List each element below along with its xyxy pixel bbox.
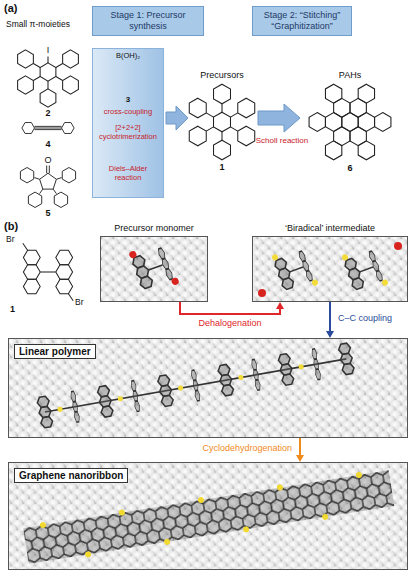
group-title: Precursors (200, 70, 244, 80)
reaction-label: Dehalogenation (196, 318, 263, 328)
panel-heading: Precursor monomer (100, 222, 208, 236)
bromine-atom (394, 242, 402, 250)
compound-number: 1 (10, 304, 15, 314)
surface-panel: Graphene nanoribbon (8, 462, 408, 570)
molecule (18, 50, 79, 107)
reaction-label: Diels–Alder reaction (95, 165, 161, 182)
panel-label: Graphene nanoribbon (14, 468, 128, 483)
method-band: B(OH)₂ 3 cross-coupling [2+2+2] cyclotrimer… (92, 48, 164, 198)
arrowhead (276, 302, 284, 309)
compound-number: 4 (45, 139, 50, 149)
surface-panel: Precursor monomer (100, 222, 208, 302)
compound-number: 1 (219, 162, 224, 172)
panel-letter: (b) (4, 220, 18, 233)
reaction-arrow (296, 438, 304, 462)
molecule (20, 166, 75, 208)
molecule (189, 84, 254, 160)
compound-number: 2 (45, 108, 50, 118)
molecule (22, 123, 74, 134)
group-title: PAHs (339, 70, 361, 80)
surface (8, 236, 408, 570)
reaction-label: Cyclodehydrogenation (200, 443, 294, 453)
compound-number: 6 (347, 163, 352, 173)
adsorbed-molecule (128, 240, 180, 297)
arrow-line (180, 302, 280, 314)
panel-frame (100, 236, 208, 302)
arrow-line (299, 438, 301, 457)
group-title: Small π-moieties (6, 20, 70, 30)
arrowhead (326, 331, 334, 338)
arrow-line (329, 302, 331, 333)
stage-title: Stage 1: Precursor synthesis (97, 10, 199, 32)
compound-number: 5 (45, 208, 50, 218)
adsorbed-molecule (341, 244, 389, 297)
stage-box: Stage 2: “Stitching” “Graphitization” (252, 6, 352, 36)
reaction-label: cross-coupling (95, 108, 161, 117)
surface-panel: ‘Biradical’ intermediate (252, 222, 408, 302)
arrowhead (296, 455, 304, 462)
reaction-label: C–C coupling (336, 313, 394, 323)
formula-label: B(OH)₂ (95, 52, 161, 61)
surface-panel: Linear polymer (8, 338, 408, 438)
panel-letter: (a) (4, 2, 17, 15)
atom-label: I (47, 45, 50, 55)
compound-number: 3 (95, 95, 161, 104)
molecule (23, 243, 73, 301)
atom-label: Br (6, 235, 15, 245)
reaction-arrow (180, 302, 284, 314)
atom-label: Br (75, 298, 84, 308)
bromine-atom (258, 289, 266, 297)
stage-title: Stage 2: “Stitching” “Graphitization” (257, 10, 347, 32)
panel-heading: ‘Biradical’ intermediate (252, 222, 408, 236)
reaction-arrow (326, 302, 334, 338)
atom-label: O (44, 155, 51, 165)
block-arrow (258, 104, 300, 132)
panel-frame (252, 236, 408, 302)
molecule (309, 84, 391, 160)
adsorbed-molecule (271, 244, 319, 297)
block-arrow (166, 106, 188, 130)
reaction-label: Scholl reaction (256, 136, 308, 145)
stage-box: Stage 1: Precursor synthesis (92, 6, 204, 36)
panel-label: Linear polymer (14, 344, 96, 359)
reaction-label: [2+2+2] cyclotrimerization (95, 124, 161, 141)
